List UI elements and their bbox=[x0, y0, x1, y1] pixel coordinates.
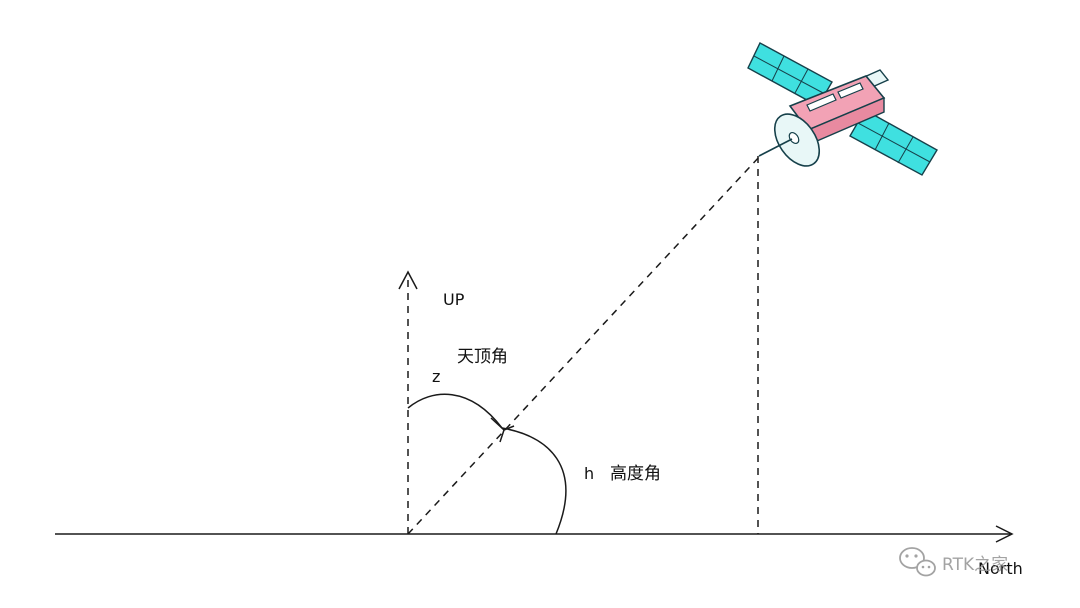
zenith-angle-name: 天顶角 bbox=[457, 347, 508, 367]
elevation-symbol: h bbox=[584, 464, 594, 483]
antenna-dish bbox=[758, 113, 821, 167]
watermark-text: RTK之家 bbox=[942, 555, 1008, 575]
zenith-symbol: z bbox=[432, 367, 440, 386]
up-axis bbox=[398, 270, 418, 534]
up-arrowhead bbox=[398, 270, 418, 290]
satellite bbox=[747, 42, 938, 176]
watermark: RTK之家 bbox=[899, 547, 1008, 577]
north-axis bbox=[55, 525, 1014, 543]
elevation-angle-name: 高度角 bbox=[610, 464, 661, 484]
up-label: UP bbox=[443, 290, 465, 309]
zenith-angle-arc bbox=[407, 393, 503, 429]
elevation-angle-arc bbox=[501, 427, 567, 535]
solar-panel-right bbox=[849, 109, 938, 176]
arc-arrow-marks bbox=[490, 417, 515, 443]
antenna-rod bbox=[758, 138, 793, 157]
wechat-icon bbox=[899, 547, 936, 577]
north-arrowhead bbox=[995, 525, 1014, 543]
line-of-sight bbox=[407, 155, 761, 535]
north-label: North bbox=[978, 559, 1023, 578]
satellite-body bbox=[788, 75, 886, 146]
